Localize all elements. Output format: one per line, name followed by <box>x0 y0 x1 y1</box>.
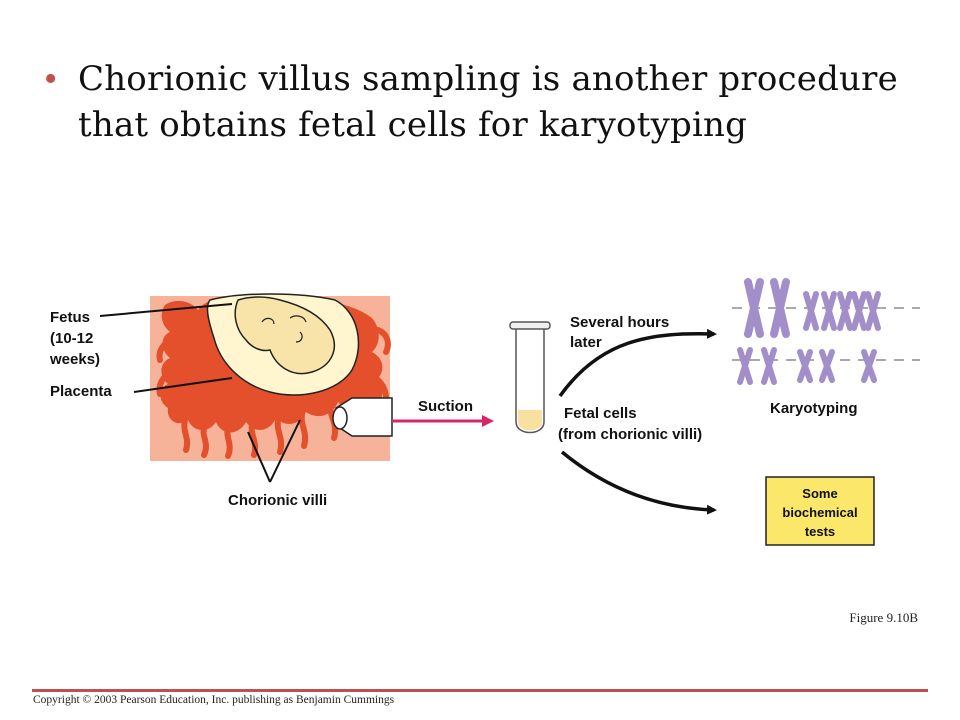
leader-lines <box>99 303 301 483</box>
karyotype-chromosomes <box>732 278 920 385</box>
biochemical-tests-label-2: biochemical <box>782 505 857 520</box>
chromosome-row-2 <box>737 347 877 385</box>
several-hours-label: Several hours <box>570 314 669 331</box>
test-tube-glass <box>515 326 545 434</box>
chorionic-villi-label: Chorionic villi <box>228 492 327 509</box>
placenta-label: Placenta <box>50 383 112 400</box>
test-tube-fluid <box>518 410 542 431</box>
fetus-age-label-2: weeks) <box>49 351 100 368</box>
biochemical-tests-box <box>765 476 875 546</box>
biochemical-tests-label-3: tests <box>805 524 835 539</box>
bullet-dot-icon: • <box>44 58 58 100</box>
uterus-illustration <box>150 293 393 461</box>
chorionic-villi-shapes <box>156 327 391 459</box>
arrow-to-biochemical-tests <box>560 450 717 515</box>
suction-label: Suction <box>418 398 473 415</box>
footer-divider <box>32 689 928 692</box>
fetus-leader <box>99 303 233 317</box>
fetus-detail <box>261 315 307 343</box>
chromosome-row-1 <box>744 278 881 338</box>
biochemical-tests-label-1: Some <box>802 486 837 501</box>
arrow-to-karyotyping <box>558 328 717 398</box>
bullet-point: • Chorionic villus sampling is another p… <box>44 56 924 148</box>
fetus-shape <box>234 296 335 375</box>
several-hours-label-2: later <box>570 334 602 351</box>
fetus-age-label: (10-12 <box>50 330 93 347</box>
slide-headline: Chorionic villus sampling is another pro… <box>78 59 898 145</box>
figure-caption: Figure 9.10B <box>849 610 918 625</box>
fetal-cells-label: Fetal cells <box>564 405 637 422</box>
placenta-leader <box>133 377 233 393</box>
copyright-notice: Copyright © 2003 Pearson Education, Inc.… <box>33 694 395 706</box>
karyotyping-label: Karyotyping <box>770 400 858 417</box>
villi-leader-left <box>247 431 271 483</box>
test-tube-rim <box>509 321 551 330</box>
fetus-label: Fetus <box>50 309 90 326</box>
villi-leader-right <box>269 419 301 483</box>
test-tube <box>509 321 551 434</box>
fetal-cells-source-label: (from chorionic villi) <box>558 426 702 443</box>
catheter-tip <box>332 406 348 430</box>
